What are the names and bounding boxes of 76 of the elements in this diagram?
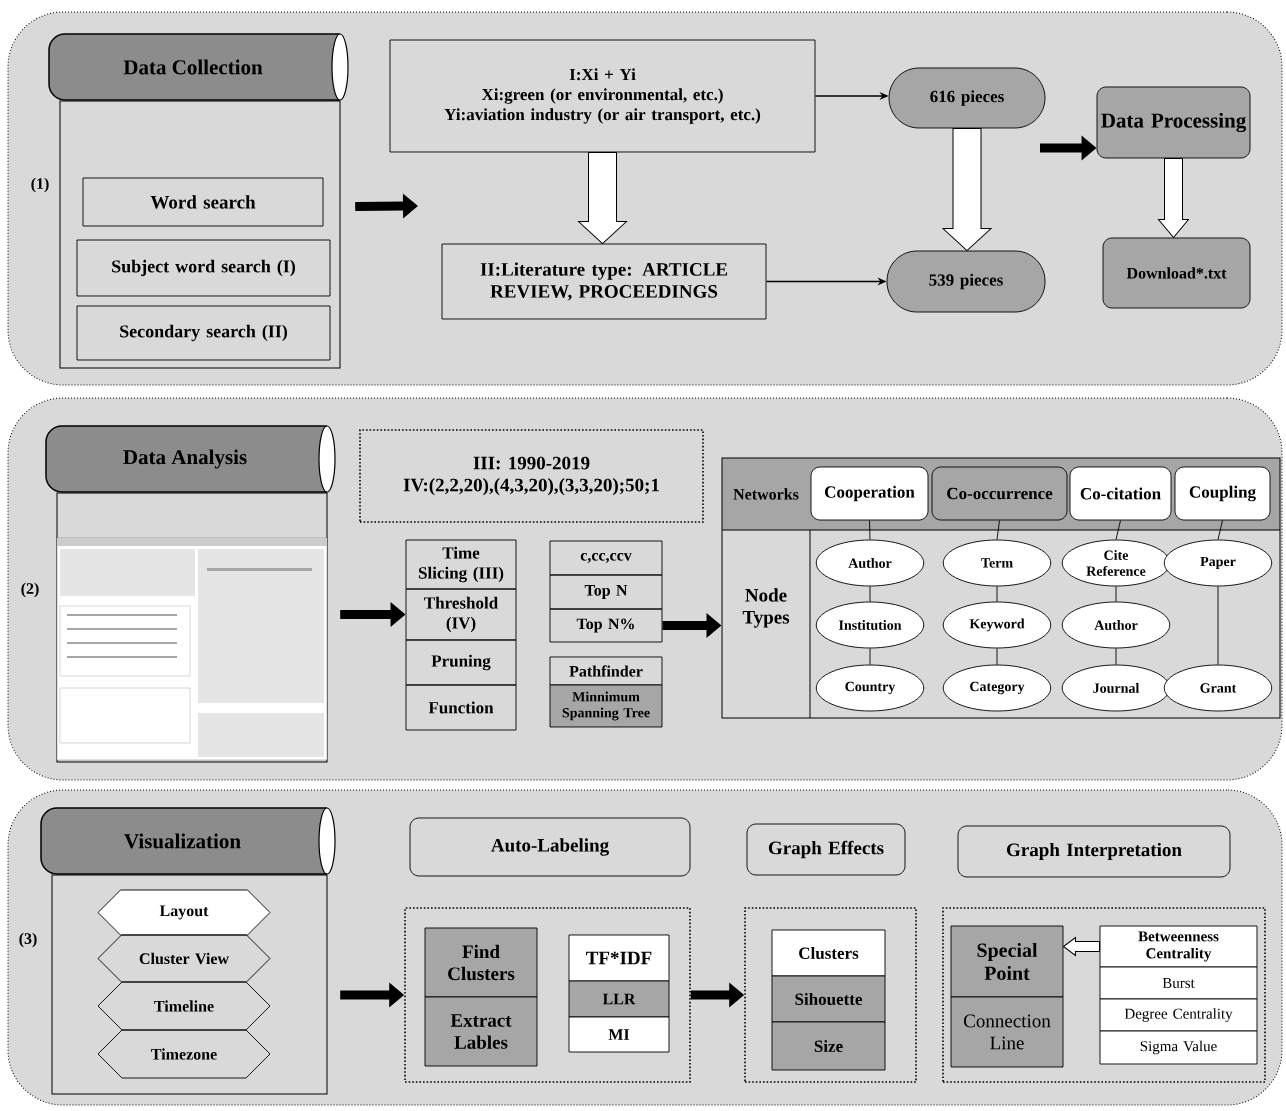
connector-line <box>869 586 871 602</box>
ellipse-node: Institution <box>815 601 925 649</box>
process-box: Extract Lables <box>424 996 538 1067</box>
ellipse-node: Paper <box>1163 539 1273 587</box>
process-box: LLR <box>568 980 670 1018</box>
ellipse-node: Keyword <box>942 601 1052 649</box>
connector-line <box>869 648 871 665</box>
ellipse-node: Country <box>815 664 925 712</box>
node-label: Data Collection <box>123 59 263 75</box>
hollow-arrow <box>578 151 627 245</box>
connector-line <box>1217 520 1223 540</box>
dotted-box <box>404 907 691 1083</box>
rounded-box: Cooperation <box>810 466 929 521</box>
process-box: Pruning <box>405 639 517 686</box>
process-box: Burst <box>1099 966 1258 1000</box>
hollow-arrow <box>1062 937 1101 956</box>
rounded-box: Download*.txt <box>1102 237 1251 309</box>
rounded-box: Co-citation <box>1069 466 1172 521</box>
process-box: Secondary search (II) <box>76 305 331 361</box>
process-box: Betweenness Centrality <box>1099 925 1258 968</box>
rounded-box: 616 pieces <box>888 67 1046 129</box>
process-box: I:Xi + Yi Xi:green (or environmental, etc.) Yi:aviation industry (or air transport, etc.) <box>389 39 816 153</box>
process-box: Connection Line <box>950 996 1064 1068</box>
ellipse-node: Journal <box>1061 664 1171 712</box>
connector-line <box>1217 586 1219 665</box>
process-box: Sigma Value <box>1099 1030 1258 1065</box>
hexagon-box: Layout <box>97 889 271 936</box>
ellipse-node: Author <box>1061 601 1171 649</box>
rounded-box: Data Processing <box>1096 86 1251 159</box>
process-box: II:Literature type: ARTICLE REVIEW, PROCEEDINGS <box>441 243 767 320</box>
process-box: Top N <box>549 574 663 610</box>
dotted-box: III: 1990-2019 IV:(2,2,20),(4,3,20),(3,3,20);50;1 <box>359 429 704 523</box>
connector-line <box>1115 586 1117 602</box>
hexagon-box: Timeline <box>97 981 271 1031</box>
process-box: Minnimum Spanning Tree <box>549 684 663 728</box>
ellipse-node: Grant <box>1163 664 1273 712</box>
connector-line <box>996 648 998 665</box>
ellipse-node: Cite Reference <box>1061 539 1171 587</box>
cylinder-panel: Data Analysis <box>45 425 336 763</box>
ellipse-node: Author <box>815 539 925 587</box>
process-box: c,cc,ccv <box>549 540 663 576</box>
process-box: Clusters <box>771 929 886 977</box>
rounded-box: Coupling <box>1174 466 1271 521</box>
process-box: TF*IDF <box>568 934 670 982</box>
hollow-arrow <box>1158 157 1189 239</box>
process-box: MI <box>568 1016 670 1053</box>
rounded-box: Graph Effects <box>746 823 906 876</box>
rounded-box: Co-occurrence <box>931 466 1068 521</box>
hexagon-box: Timezone <box>97 1029 271 1079</box>
rounded-box: 539 pieces <box>886 250 1046 313</box>
hollow-arrow <box>942 127 992 252</box>
rounded-box: Graph Interpretation <box>957 825 1231 878</box>
connector-line <box>996 586 998 602</box>
connector-line <box>1115 520 1121 540</box>
dotted-box <box>942 907 1266 1083</box>
process-box: Find Clusters <box>424 927 538 998</box>
process-box: Function <box>405 684 517 731</box>
process-box: Size <box>771 1021 886 1071</box>
connector-line <box>1115 648 1117 665</box>
dotted-box <box>744 907 917 1083</box>
process-box: Time Slicing (III) <box>405 539 517 590</box>
ellipse-node: Category <box>942 664 1052 712</box>
rounded-box: Auto-Labeling <box>409 817 691 877</box>
process-box: Word search <box>82 177 324 227</box>
connector-line <box>996 520 1000 540</box>
process-box: Sihouette <box>771 975 886 1023</box>
connector-line <box>869 520 871 540</box>
ellipse-node: Term <box>942 539 1052 587</box>
process-box: Top N% <box>549 608 663 643</box>
process-box: Degree Centrality <box>1099 998 1258 1032</box>
node-label: Visualization <box>124 833 241 849</box>
node-label: Data Analysis <box>123 449 247 469</box>
process-box: Subject word search (I) <box>76 239 331 297</box>
process-box: Threshold (IV) <box>405 588 517 641</box>
hexagon-box: Cluster View <box>97 934 271 983</box>
process-box: Special Point <box>950 925 1064 998</box>
